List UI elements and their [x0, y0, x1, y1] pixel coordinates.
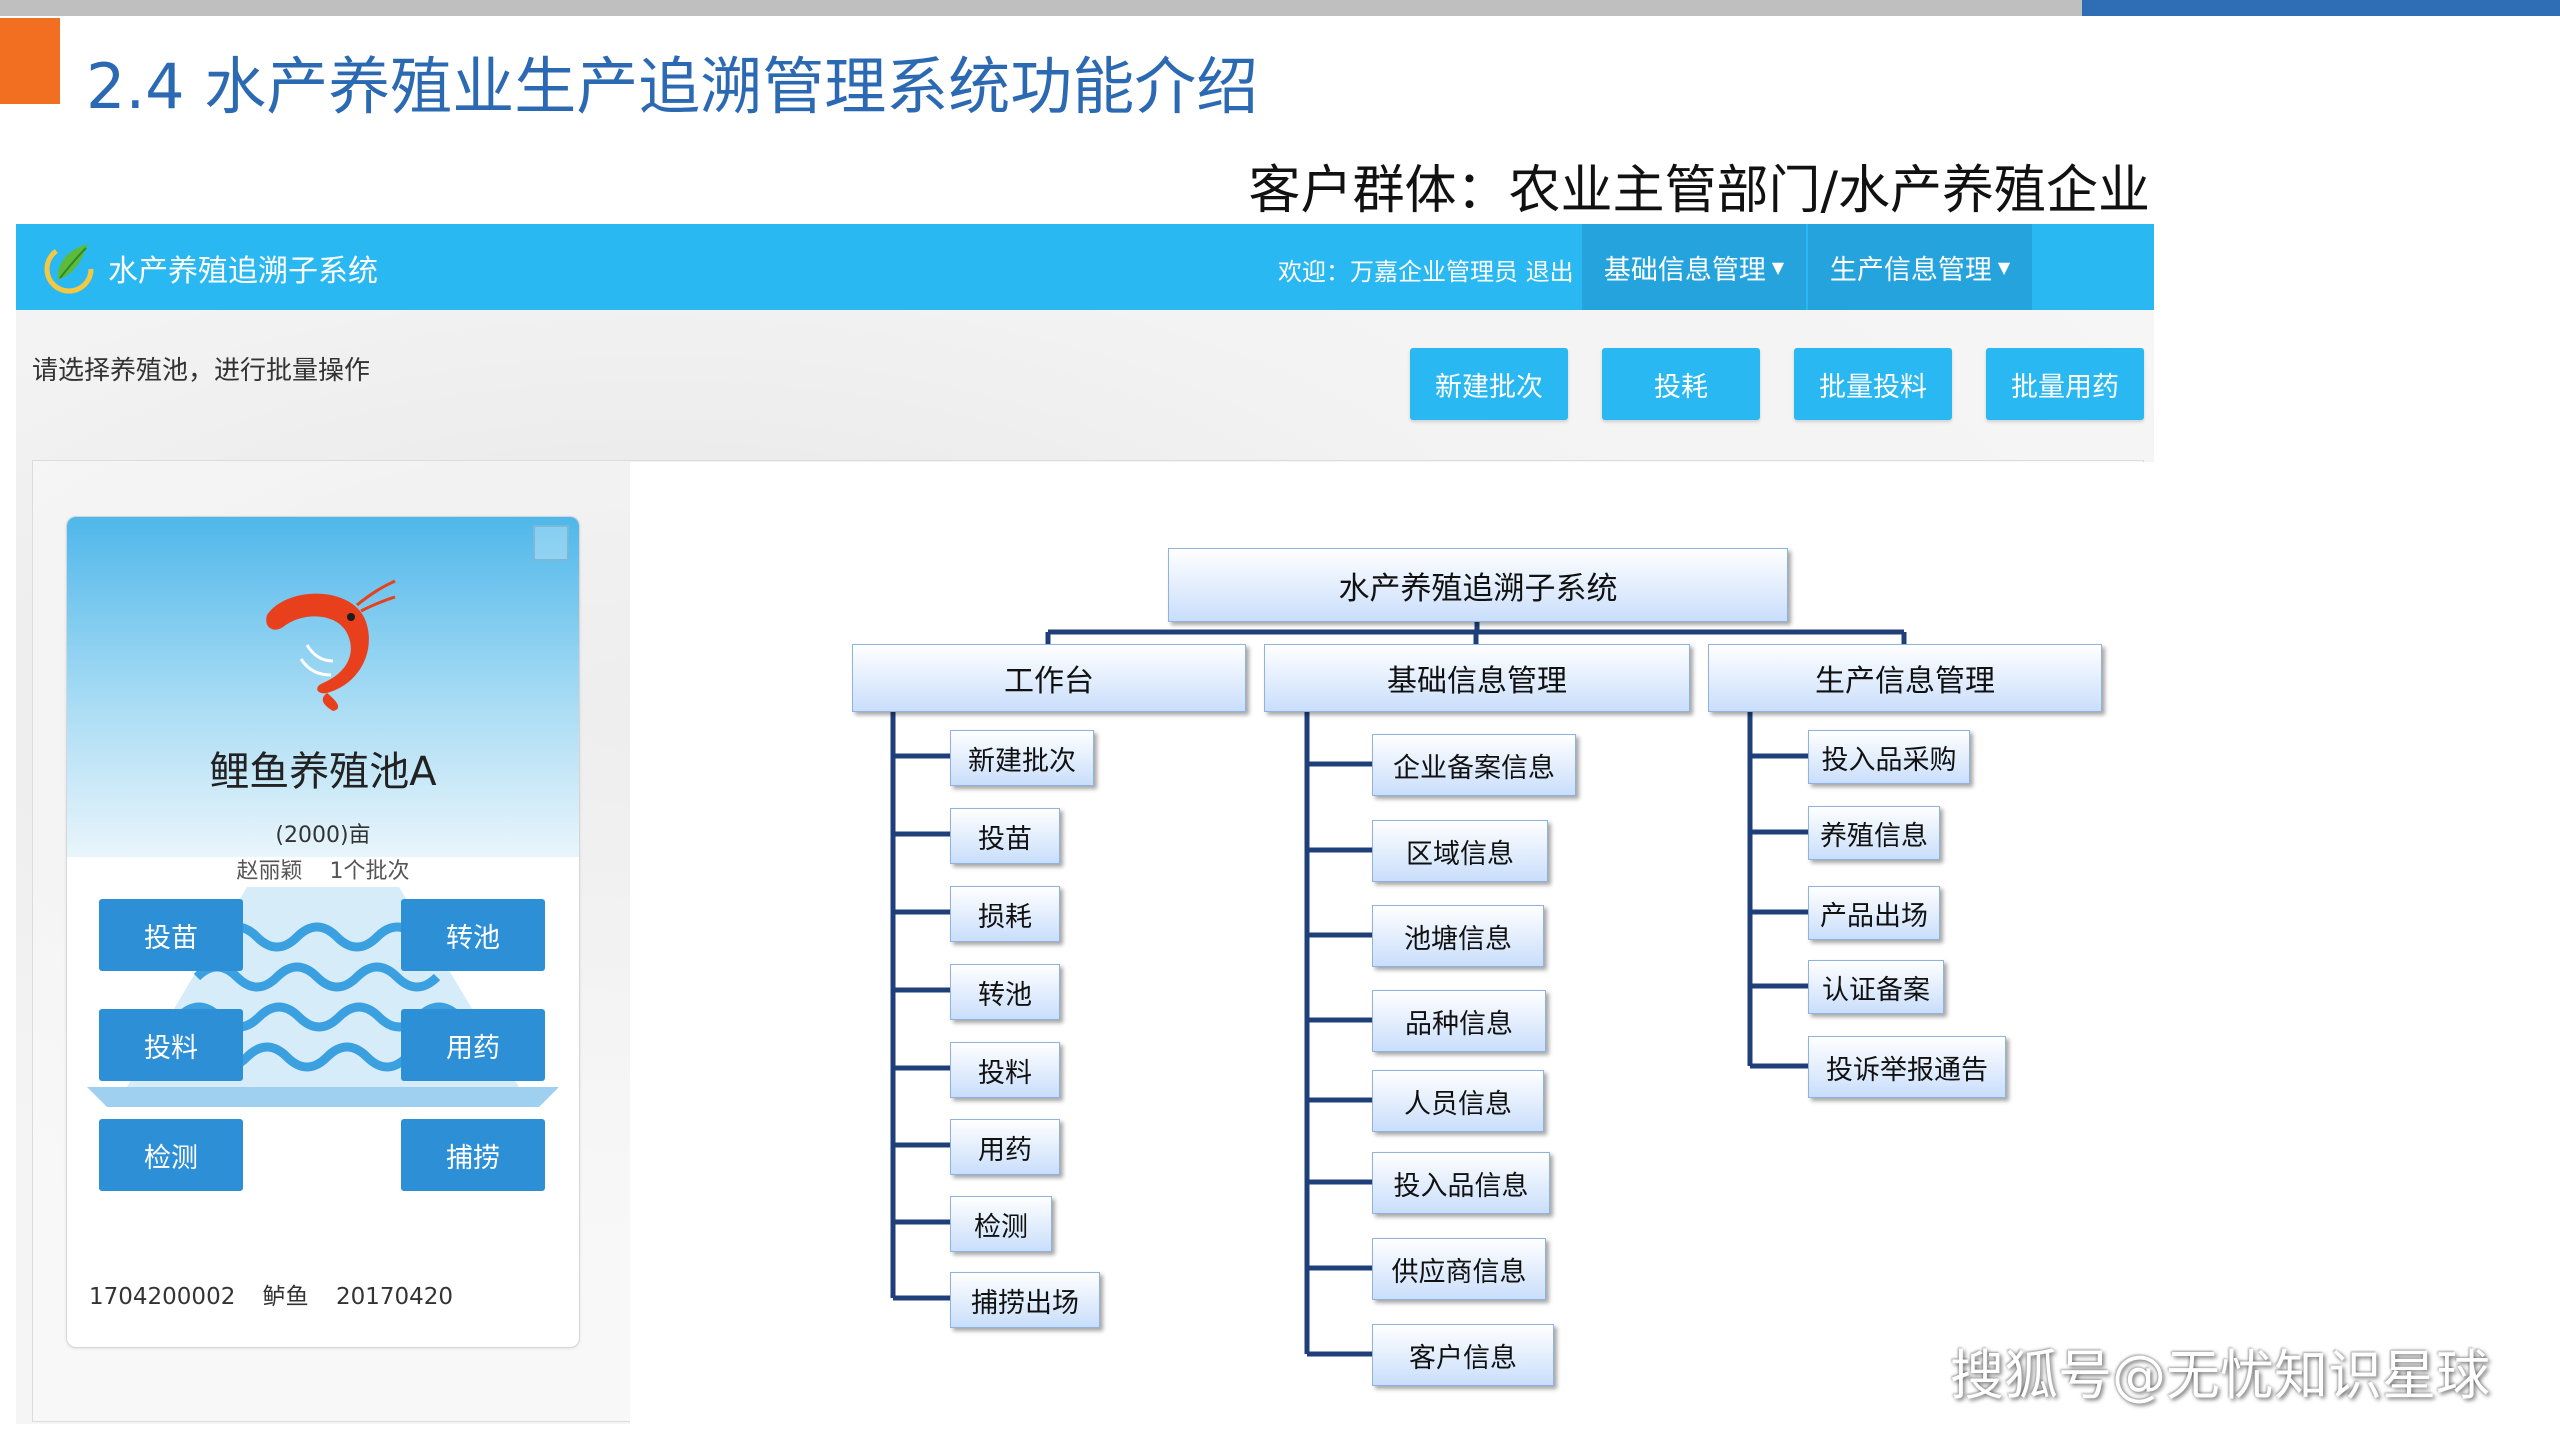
batch-date: 20170420	[335, 1284, 454, 1310]
pond-name: 鲤鱼养殖池A	[209, 749, 437, 795]
batch-feed-button[interactable]: 批量投料	[1794, 348, 1952, 420]
batch-medicine-button[interactable]: 批量用药	[1986, 348, 2144, 420]
menu-production-info-label: 生产信息管理	[1829, 254, 1992, 286]
pond-meta: 赵丽颖 1个批次	[67, 853, 579, 885]
pond-area: (2000)亩	[275, 823, 371, 848]
tree-branch-production-info: 生产信息管理	[1708, 644, 2102, 712]
tree-node: 投料	[950, 1042, 1060, 1098]
pond-card[interactable]: 鲤鱼养殖池A (2000)亩 赵丽颖 1个批次 投苗 转池 投料 用药 检测 捕…	[66, 516, 580, 1348]
tree-node: 认证备案	[1808, 960, 1944, 1014]
tree-node: 投诉举报通告	[1808, 1036, 2006, 1098]
tree-node: 检测	[950, 1196, 1052, 1252]
transfer-pond-button[interactable]: 转池	[401, 899, 545, 971]
menu-basic-info[interactable]: 基础信息管理▼	[1582, 224, 1806, 310]
tree-node: 转池	[950, 964, 1060, 1020]
tree-node: 企业备案信息	[1372, 734, 1576, 796]
slide-top-bar	[0, 0, 2082, 16]
tree-node: 产品出场	[1808, 886, 1940, 940]
stock-fry-button[interactable]: 投苗	[99, 899, 243, 971]
tree-node: 客户信息	[1372, 1324, 1554, 1386]
tree-node: 人员信息	[1372, 1070, 1544, 1132]
tree-node: 投入品采购	[1808, 730, 1970, 784]
tree-root: 水产养殖追溯子系统	[1168, 548, 1788, 622]
tree-node: 池塘信息	[1372, 905, 1544, 967]
tree-node: 投入品信息	[1372, 1152, 1550, 1214]
shrimp-icon	[266, 579, 396, 711]
tree-node: 区域信息	[1372, 820, 1548, 882]
pond-select-checkbox[interactable]	[533, 525, 569, 561]
new-batch-button[interactable]: 新建批次	[1410, 348, 1568, 420]
pond-batch-count: 1个批次	[329, 859, 410, 884]
pond-owner: 赵丽颖	[236, 859, 303, 884]
slide-top-accent	[2082, 0, 2560, 16]
title-accent-block	[0, 18, 60, 104]
customer-group: 客户群体：农业主管部门/水产养殖企业	[1248, 161, 2150, 221]
welcome-logout[interactable]: 欢迎：万嘉企业管理员 退出	[1278, 258, 1574, 286]
species: 鲈鱼	[262, 1284, 309, 1310]
watermark: 搜狐号@无忧知识星球	[1950, 1344, 2490, 1407]
tree-node: 新建批次	[950, 730, 1094, 786]
caret-down-icon: ▼	[1997, 257, 2011, 277]
inspect-button[interactable]: 检测	[99, 1119, 243, 1191]
tree-node: 捕捞出场	[950, 1272, 1100, 1328]
menu-basic-info-label: 基础信息管理	[1603, 254, 1766, 286]
tree-node: 养殖信息	[1808, 806, 1940, 860]
loss-button[interactable]: 投耗	[1602, 348, 1760, 420]
tree-node: 供应商信息	[1372, 1238, 1546, 1300]
navbar: 水产养殖追溯子系统 欢迎：万嘉企业管理员 退出 基础信息管理▼ 生产信息管理▼	[16, 224, 2154, 310]
slide-title: 2.4 水产养殖业生产追溯管理系统功能介绍	[86, 50, 1259, 123]
medicine-button[interactable]: 用药	[401, 1009, 545, 1081]
tree-branch-basic-info: 基础信息管理	[1264, 644, 1690, 712]
app-brand: 水产养殖追溯子系统	[108, 254, 378, 289]
batch-prompt: 请选择养殖池，进行批量操作	[32, 356, 371, 386]
tree-node: 损耗	[950, 886, 1060, 942]
tree-node: 投苗	[950, 808, 1060, 864]
leaf-logo-icon	[44, 244, 94, 294]
menu-production-info[interactable]: 生产信息管理▼	[1808, 224, 2032, 310]
tree-branch-workbench: 工作台	[852, 644, 1246, 712]
batch-id: 1704200002	[89, 1284, 236, 1310]
app-screenshot: 水产养殖追溯子系统 欢迎：万嘉企业管理员 退出 基础信息管理▼ 生产信息管理▼ …	[16, 224, 2154, 1424]
caret-down-icon: ▼	[1771, 257, 1785, 277]
pond-card-footer: 1704200002 鲈鱼 20170420	[89, 1277, 473, 1311]
feed-button[interactable]: 投料	[99, 1009, 243, 1081]
tree-node: 品种信息	[1372, 990, 1546, 1052]
harvest-button[interactable]: 捕捞	[401, 1119, 545, 1191]
tree-node: 用药	[950, 1119, 1060, 1175]
